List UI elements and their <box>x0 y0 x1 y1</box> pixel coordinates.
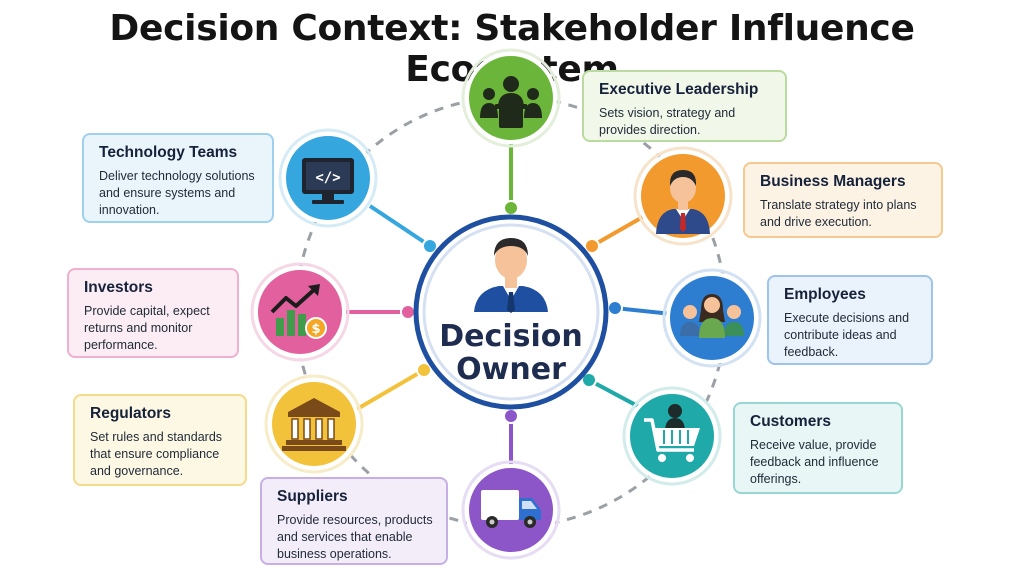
card-title: Executive Leadership <box>599 81 759 98</box>
card-description: Execute decisions and contribute ideas a… <box>784 311 910 359</box>
card-employees: Employees Execute decisions and contribu… <box>767 275 933 365</box>
card-title: Investors <box>84 279 153 296</box>
decision-owner-hub: Decision Owner <box>413 214 609 410</box>
node-technology-teams: </> <box>278 128 378 228</box>
card-customers: Customers Receive value, provide feedbac… <box>733 402 903 494</box>
card-title: Business Managers <box>760 173 906 190</box>
card-title: Regulators <box>90 405 171 422</box>
hub-label-line1: Decision <box>439 319 582 354</box>
card-title: Technology Teams <box>99 144 238 161</box>
node-regulators <box>264 374 364 474</box>
card-description: Receive value, provide feedback and infl… <box>750 438 879 486</box>
card-description: Translate strategy into plans and drive … <box>760 198 917 229</box>
card-technology-teams: Technology Teams Deliver technology solu… <box>82 133 274 223</box>
computer-code-icon: </> <box>302 158 354 204</box>
growth-chart-icon: $ <box>270 284 327 339</box>
card-description: Provide resources, products and services… <box>277 513 433 561</box>
hub-label-line2: Owner <box>456 352 566 387</box>
card-title: Suppliers <box>277 488 348 505</box>
connector-business <box>591 212 649 248</box>
card-description: Sets vision, strategy and provides direc… <box>599 106 736 137</box>
card-investors: Investors Provide capital, expect return… <box>67 268 239 358</box>
svg-text:</>: </> <box>315 170 340 186</box>
node-executive-leadership <box>461 48 561 148</box>
card-executive-leadership: Executive Leadership Sets vision, strate… <box>582 70 787 142</box>
node-investors: $ <box>250 262 350 362</box>
node-business-managers <box>633 146 733 246</box>
employees-group-icon <box>680 294 744 338</box>
decision-owner-icon <box>474 238 548 313</box>
node-employees <box>662 268 762 368</box>
node-customers <box>622 386 722 486</box>
card-business-managers: Business Managers Translate strategy int… <box>743 162 943 238</box>
card-description: Deliver technology solutions and ensure … <box>99 169 255 217</box>
leadership-podium-icon <box>480 76 542 128</box>
connector-regulators <box>350 368 426 414</box>
svg-text:$: $ <box>311 322 320 337</box>
shopping-cart-icon <box>644 404 700 462</box>
card-description: Set rules and standards that ensure comp… <box>90 430 223 478</box>
card-title: Employees <box>784 286 866 303</box>
manager-icon <box>656 170 710 234</box>
card-regulators: Regulators Set rules and standards that … <box>73 394 247 486</box>
node-suppliers <box>461 460 561 560</box>
delivery-truck-icon <box>481 490 541 528</box>
connector-technology <box>368 204 432 248</box>
card-suppliers: Suppliers Provide resources, products an… <box>260 477 448 565</box>
government-building-icon <box>282 398 346 451</box>
card-description: Provide capital, expect returns and moni… <box>84 304 210 352</box>
connector-employees <box>614 306 673 316</box>
connectors <box>340 140 673 470</box>
card-title: Customers <box>750 413 831 430</box>
